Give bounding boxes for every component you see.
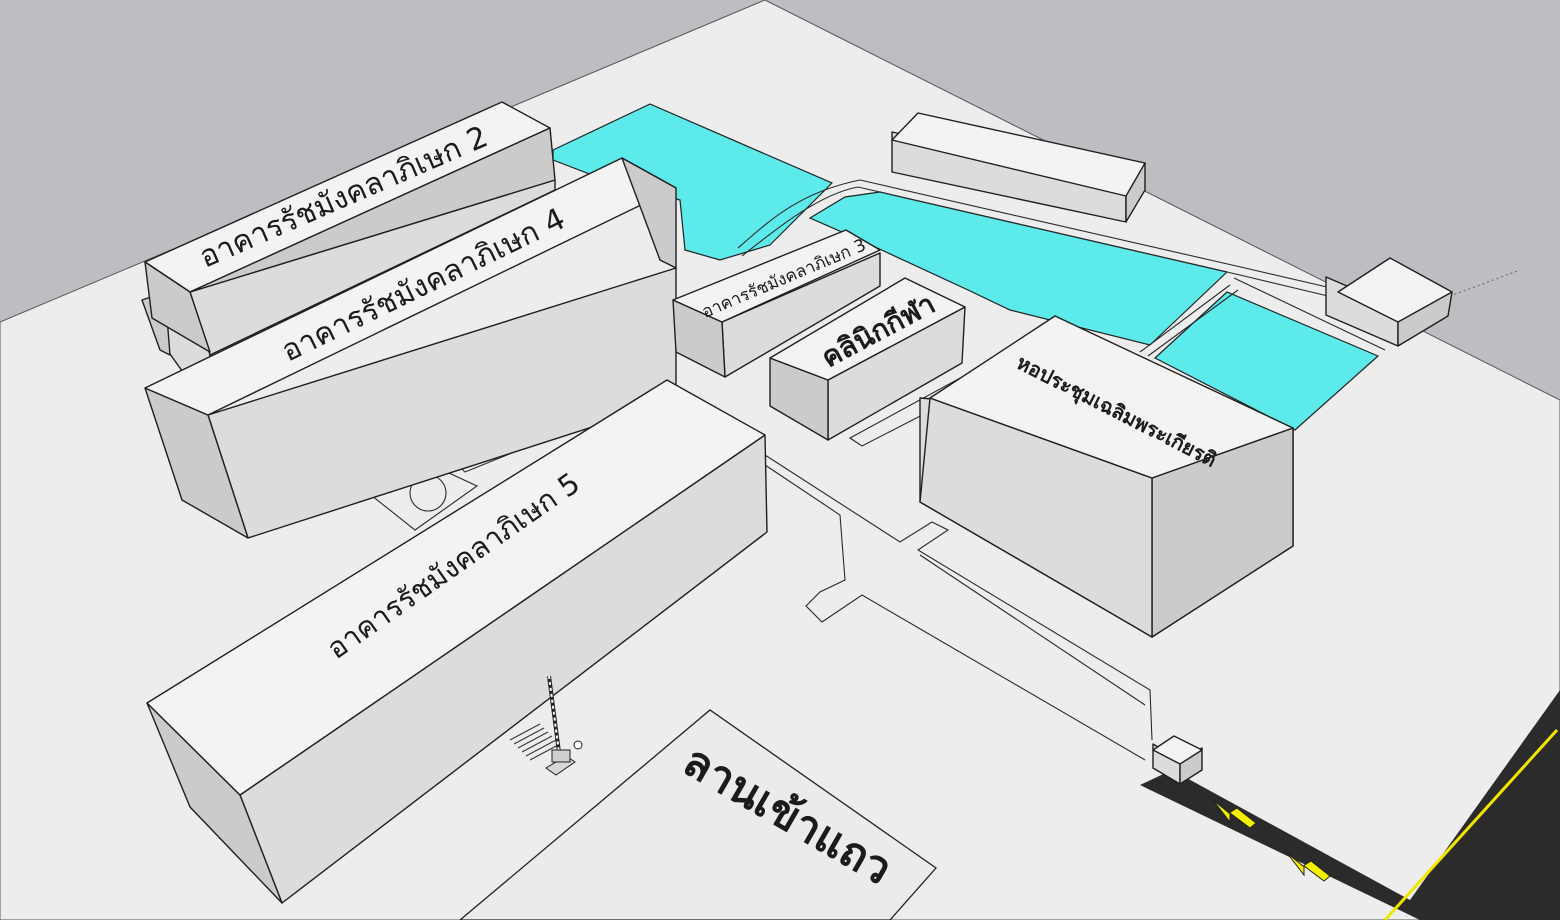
building-3[interactable]: อาคารรัชมังคลาภิเษก 3 <box>672 229 881 378</box>
road <box>1140 269 1560 920</box>
walkways <box>350 179 1386 761</box>
pond-lower <box>1153 291 1380 431</box>
assembly-hall-building[interactable]: หอประชุมเฉลิมพระเกียรติ <box>919 315 1294 638</box>
pond-upper <box>552 103 834 261</box>
left-arrow-icon <box>1212 799 1257 829</box>
assembly-ground <box>458 709 937 920</box>
small-building-top-right <box>1325 257 1453 347</box>
building-5[interactable]: อาคารรัชมังคลาภิเษก 5 <box>146 379 768 904</box>
left-arrow-icon <box>1286 852 1331 882</box>
sports-clinic-building[interactable]: คลินิกกีฬา <box>769 277 966 441</box>
guard-booth <box>1152 735 1203 785</box>
flagpole-icon <box>509 675 583 776</box>
long-low-building <box>891 112 1146 223</box>
road-center-line <box>1383 728 1559 920</box>
